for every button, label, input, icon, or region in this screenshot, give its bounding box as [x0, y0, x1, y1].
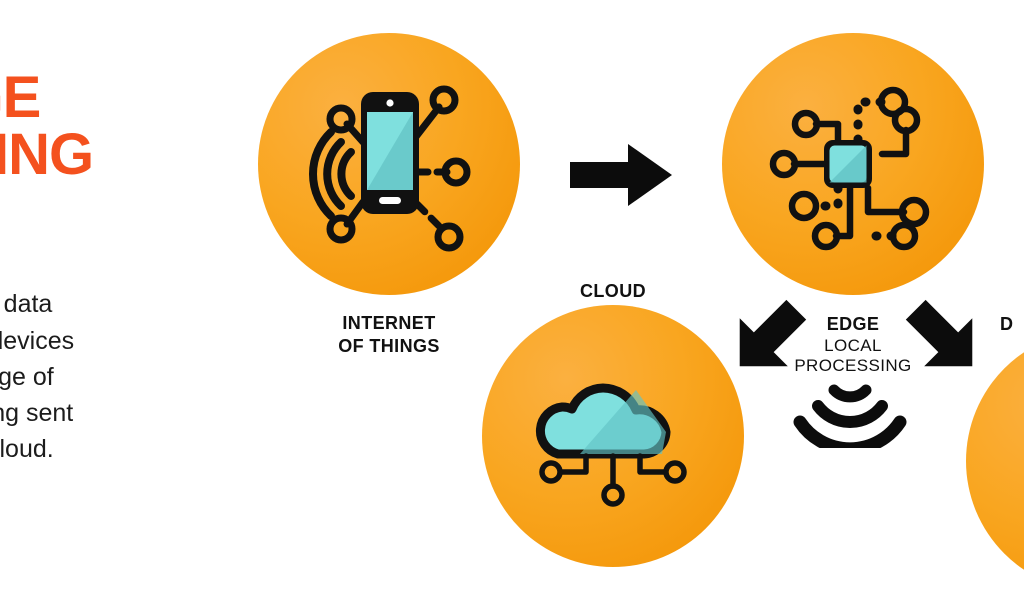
caption-edge-sub-1: LOCAL — [824, 335, 882, 355]
caption-iot-line-2: OF THINGS — [338, 335, 440, 356]
caption-internet-of-things: INTERNET OF THINGS — [269, 312, 509, 357]
caption-edge-sub-2: PROCESSING — [794, 355, 912, 375]
page-title: EDGE PUTING KS — [0, 65, 280, 241]
arrow-iot-to-edge-icon — [568, 140, 674, 210]
cloud-icon-wrap — [482, 305, 744, 567]
intro-line-1: ting allows data — [0, 290, 53, 319]
server-rack-icon — [1007, 371, 1024, 551]
caption-edge-title: EDGE — [826, 314, 880, 334]
caption-cloud-title: CLOUD — [580, 281, 646, 301]
intro-line-5: ter or the cloud. — [0, 435, 54, 464]
node-cloud — [482, 305, 744, 567]
arrow-edge-to-datacenter-icon — [898, 292, 990, 384]
caption-data-center: D — [1000, 313, 1024, 336]
arrow-edge-to-cloud-icon — [722, 292, 814, 384]
node-data-center — [966, 330, 1024, 592]
intro-line-2: of Things devices — [0, 326, 75, 355]
caption-datacenter-title: D — [1000, 314, 1014, 334]
title-line-1: EDGE — [0, 65, 41, 130]
caption-iot-line-1: INTERNET — [342, 313, 436, 333]
iot-icon-wrap — [258, 33, 520, 295]
title-line-2: PUTING — [0, 121, 94, 187]
intro-text-column: EDGE PUTING KS ting allows data of Thing… — [0, 65, 280, 468]
microchip-circuit-icon — [769, 86, 930, 251]
title-line-3: KS — [0, 184, 280, 241]
intro-paragraph: ting allows data of Things devices d at … — [0, 286, 265, 467]
edge-icon-wrap — [722, 33, 984, 295]
node-internet-of-things — [258, 33, 520, 295]
signal-waves-icon — [784, 382, 916, 456]
intro-line-4: before being sent — [0, 399, 74, 428]
node-edge — [722, 33, 984, 295]
caption-cloud: CLOUD — [523, 280, 703, 303]
cloud-network-icon — [535, 383, 687, 507]
intro-line-3: d at the edge of — [0, 362, 54, 391]
caption-edge: EDGE LOCAL PROCESSING — [772, 313, 934, 376]
smartphone-iot-network-icon — [309, 85, 471, 252]
datacenter-icon-wrap — [966, 330, 1024, 592]
